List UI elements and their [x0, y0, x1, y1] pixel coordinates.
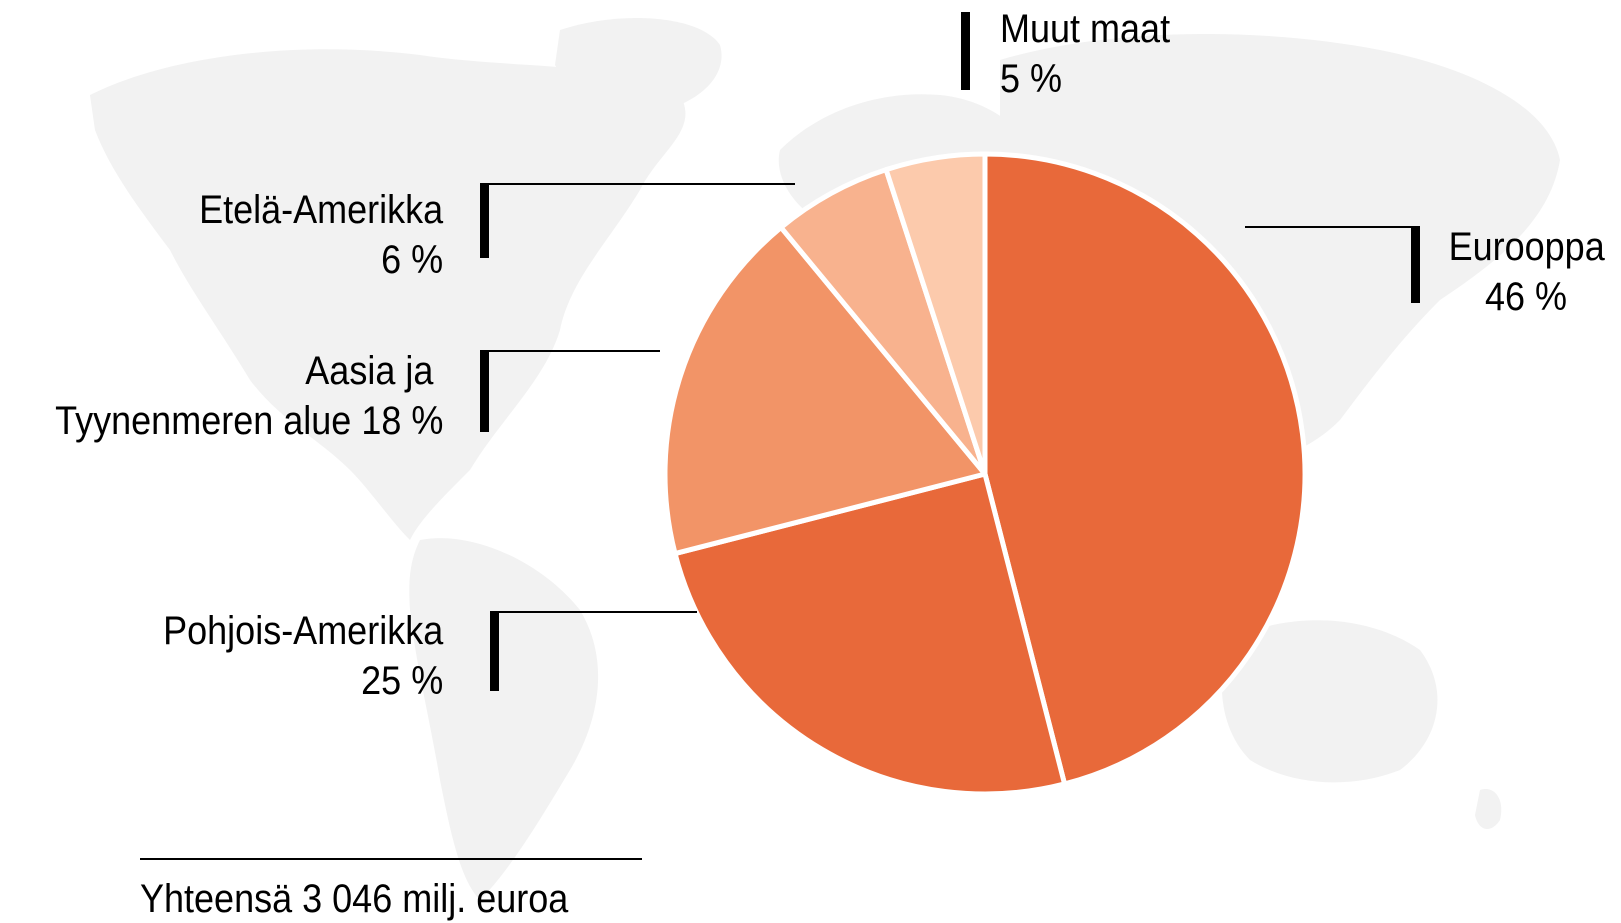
label-eurooppa-name: Eurooppa [1448, 225, 1605, 269]
aasia-leader [482, 350, 660, 352]
etela-amerikka-leader [482, 183, 795, 185]
label-muut-maat-value: 5 % [1000, 57, 1063, 101]
aasia-tick [480, 350, 489, 432]
label-etela-amerikka: Etelä-Amerikka 6 % [199, 185, 443, 285]
pie-slice-pohjois-amerikka [672, 471, 1068, 797]
total-note: Yhteensä 3 046 milj. euroa [140, 877, 569, 921]
pie-slice-muut-maat [883, 151, 988, 477]
label-pohjois-amerikka-value: 25 % [360, 659, 443, 703]
label-pohjois-amerikka: Pohjois-Amerikka 25 % [163, 606, 443, 706]
pie-slices [662, 151, 1308, 797]
pie-slice-eurooppa [982, 151, 1308, 787]
pohjois-amerikka-leader [492, 611, 697, 613]
total-rule [140, 858, 642, 860]
label-aasia: Aasia ja Tyynenmeren alue 18 % [55, 346, 443, 446]
label-eurooppa: Eurooppa 46 % [1448, 222, 1605, 322]
muut-maat-tick [961, 12, 970, 90]
pohjois-amerikka-tick [490, 611, 499, 691]
label-muut-maat-name: Muut maat [1000, 7, 1171, 51]
eurooppa-leader [1245, 226, 1420, 228]
label-eurooppa-value: 46 % [1484, 275, 1568, 319]
label-etela-amerikka-name: Etelä-Amerikka [198, 188, 443, 232]
label-aasia-line2: Tyynenmeren alue 18 % [54, 399, 443, 443]
label-aasia-line1: Aasia ja [304, 349, 443, 393]
pie-slice-aasia-ja-tyynenmeren-alue [662, 224, 988, 557]
label-etela-amerikka-value: 6 % [380, 238, 443, 282]
map-south-america [409, 538, 599, 900]
map-new-zealand [1475, 789, 1502, 830]
eurooppa-tick [1411, 226, 1420, 303]
label-pohjois-amerikka-name: Pohjois-Amerikka [162, 609, 443, 653]
label-muut-maat: Muut maat 5 % [1000, 4, 1170, 104]
map-greenland [555, 18, 722, 115]
map-australia [1221, 620, 1438, 783]
etela-amerikka-tick [480, 183, 489, 258]
map-north-america [90, 49, 686, 541]
